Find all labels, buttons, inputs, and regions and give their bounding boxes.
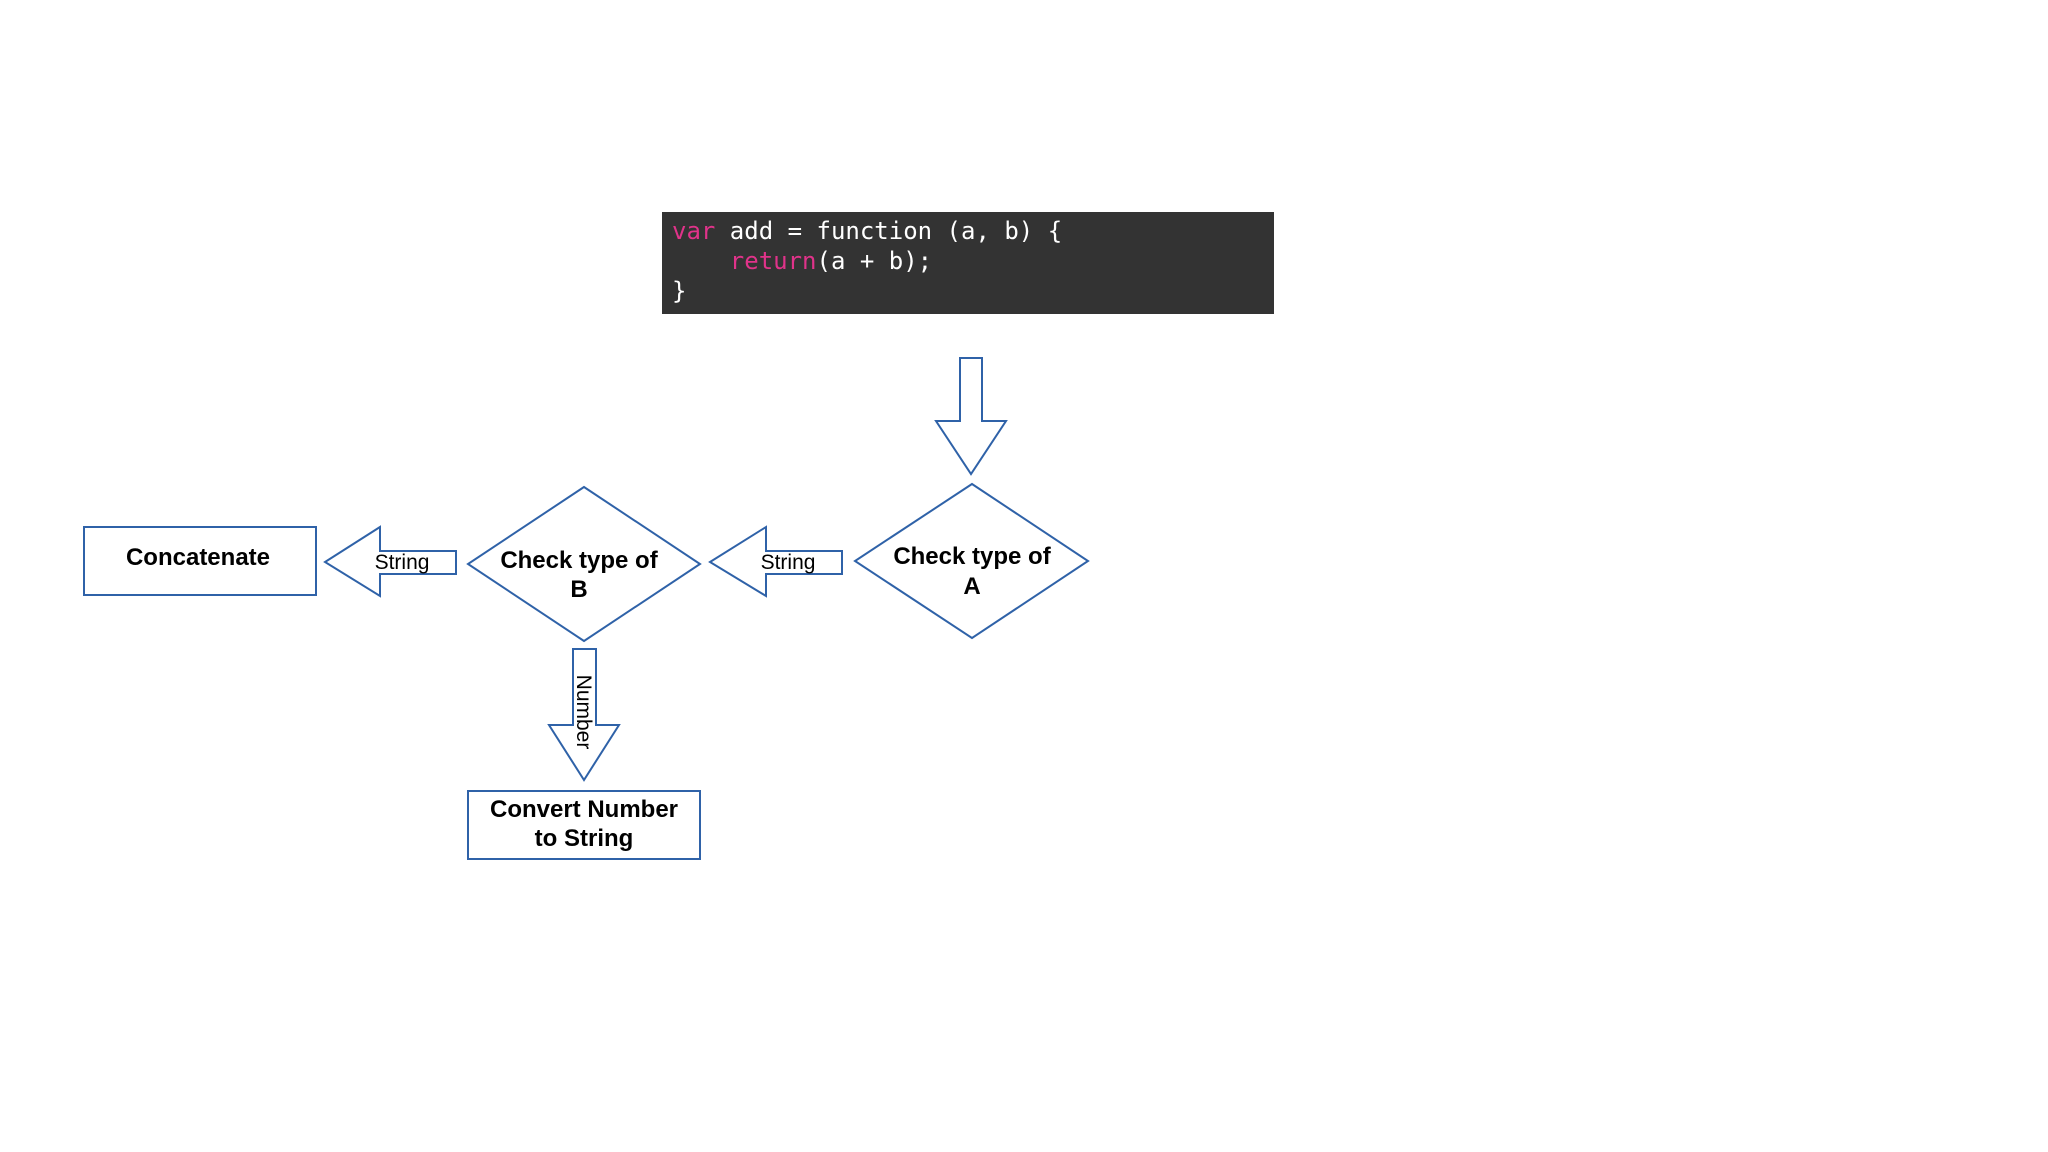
left-arrow-shape xyxy=(323,525,457,598)
arrow-a-to-b: String xyxy=(708,525,843,598)
concatenate-box xyxy=(83,526,317,596)
check-a-label-line2: A xyxy=(963,573,980,600)
code-line-3: } xyxy=(672,276,1264,306)
decision-diamond-b xyxy=(466,485,702,643)
arrow-b-to-convert: Number xyxy=(547,648,621,782)
code-block: var add = function (a, b) { return(a + b… xyxy=(662,212,1274,314)
process-concatenate: Concatenate xyxy=(83,526,317,596)
convert-box xyxy=(467,790,701,860)
down-arrow-shape xyxy=(934,357,1008,476)
code-line-1: var add = function (a, b) { xyxy=(672,216,1264,246)
arrow-code-to-check-a xyxy=(934,357,1008,476)
code-line-2: return(a + b); xyxy=(672,246,1264,276)
code-text: (a + b); xyxy=(816,247,933,275)
arrow-b-to-concatenate: String xyxy=(323,525,457,598)
edge-label-b-to-concatenate: String xyxy=(375,551,430,574)
check-b-label-line2: B xyxy=(570,576,587,603)
code-text: } xyxy=(672,277,687,305)
concatenate-label: Concatenate xyxy=(126,544,270,571)
check-a-label-line1: Check type of xyxy=(893,543,1051,570)
edge-label-a-to-b: String xyxy=(761,551,816,574)
code-keyword-return: return xyxy=(729,247,817,275)
decision-check-type-b: Check type of B xyxy=(466,485,702,643)
code-text: add = function (a, b) { xyxy=(715,217,1063,245)
left-arrow-shape xyxy=(708,525,843,598)
edge-label-b-to-convert: Number xyxy=(572,675,595,750)
code-keyword-var: var xyxy=(672,217,716,245)
convert-label-line1: Convert Number xyxy=(490,796,678,823)
convert-label-line2: to String xyxy=(535,825,634,852)
process-convert-number: Convert Number to String xyxy=(467,790,701,860)
decision-check-type-a: Check type of A xyxy=(853,482,1090,640)
decision-diamond-a xyxy=(853,482,1090,640)
check-b-label-line1: Check type of xyxy=(500,547,658,574)
down-arrow-shape xyxy=(547,648,621,782)
